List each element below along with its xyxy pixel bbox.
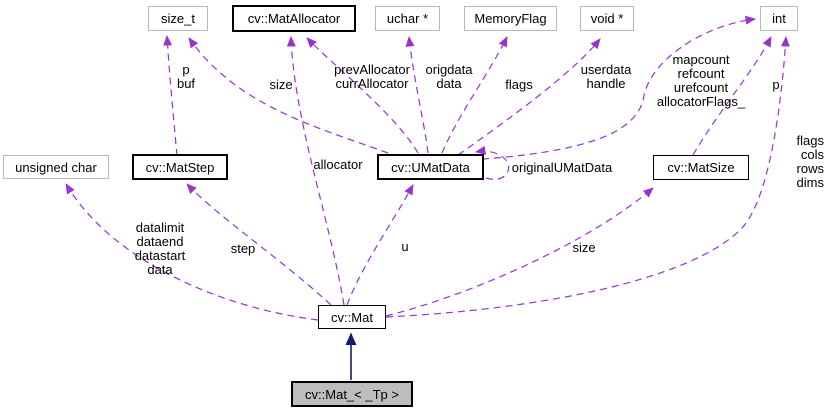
edge-umatdata-to-uchar bbox=[405, 36, 429, 154]
edge-label-u: u bbox=[401, 239, 409, 254]
node-label: cv::Mat bbox=[331, 309, 373, 325]
edge-umatdata-self-loop bbox=[475, 145, 510, 180]
node-int: int bbox=[760, 6, 798, 31]
edge-mat-to-umatdata bbox=[346, 184, 414, 306]
edge-label-size-umatdata: size bbox=[269, 77, 293, 92]
edge-mat-to-matsize bbox=[385, 187, 654, 317]
edge-mat-to-matallocator bbox=[286, 36, 345, 306]
edge-label-p-matsize: p bbox=[772, 77, 780, 92]
edge-label-userdata-handle: userdata handle bbox=[580, 62, 632, 91]
node-label: cv::UMatData bbox=[391, 159, 470, 175]
edge-label-origdata-data: origdata data bbox=[425, 62, 473, 91]
node-cv-mat-tp: cv::Mat_< _Tp > bbox=[291, 381, 413, 407]
node-size-t: size_t bbox=[148, 6, 208, 31]
edge-label-data-members: datalimit dataend datastart data bbox=[134, 220, 186, 277]
edge-umatdata-to-int bbox=[469, 15, 756, 161]
edge-mat-to-int bbox=[385, 36, 790, 318]
node-label: int bbox=[772, 11, 786, 26]
edge-label-flags-cols-rows-dims: flags cols rows dims bbox=[796, 133, 824, 190]
node-label: cv::MatAllocator bbox=[247, 11, 341, 26]
edge-matsize-to-int bbox=[692, 36, 772, 156]
node-label: cv::MatStep bbox=[145, 159, 215, 175]
edge-mat-to-matstep bbox=[186, 183, 332, 306]
node-label: size_t bbox=[161, 11, 195, 26]
edge-label-prev-curr-allocator: prevAllocator currAllocator bbox=[334, 62, 410, 91]
node-label: unsigned char bbox=[15, 159, 97, 175]
node-label: MemoryFlag bbox=[474, 11, 547, 26]
edge-umatdata-to-matallocator bbox=[306, 37, 419, 154]
edge-label-allocator: allocator bbox=[313, 157, 363, 172]
node-label: cv::Mat_< _Tp > bbox=[305, 386, 399, 402]
node-cv-matstep[interactable]: cv::MatStep bbox=[132, 154, 228, 180]
node-cv-umatdata[interactable]: cv::UMatData bbox=[377, 154, 484, 180]
node-cv-matsize[interactable]: cv::MatSize bbox=[653, 155, 749, 180]
node-unsigned-char: unsigned char bbox=[3, 155, 109, 179]
edge-label-step: step bbox=[230, 241, 256, 256]
node-cv-mat[interactable]: cv::Mat bbox=[318, 305, 386, 329]
edge-label-mapcount-refcount: mapcount refcount urefcount allocatorFla… bbox=[656, 52, 746, 109]
node-cv-matallocator[interactable]: cv::MatAllocator bbox=[232, 5, 356, 32]
edge-umatdata-to-size-t bbox=[188, 37, 389, 154]
node-memoryflag: MemoryFlag bbox=[464, 6, 557, 31]
edge-umatdata-to-void bbox=[457, 38, 601, 156]
edge-label-p-buf: p buf bbox=[176, 62, 196, 91]
node-uchar-ptr: uchar * bbox=[375, 6, 440, 31]
node-label: void * bbox=[590, 11, 624, 26]
edge-umatdata-to-memoryflag bbox=[441, 36, 508, 154]
node-label: uchar * bbox=[386, 11, 429, 26]
node-void-ptr: void * bbox=[580, 6, 634, 31]
edge-label-original-umatdata: originalUMatData bbox=[511, 160, 613, 175]
edge-mat-to-unsigned-char bbox=[65, 183, 319, 321]
node-label: cv::MatSize bbox=[667, 160, 735, 175]
edge-label-flags-umatdata: flags bbox=[505, 77, 533, 92]
edge-label-size-mat: size bbox=[572, 240, 596, 255]
